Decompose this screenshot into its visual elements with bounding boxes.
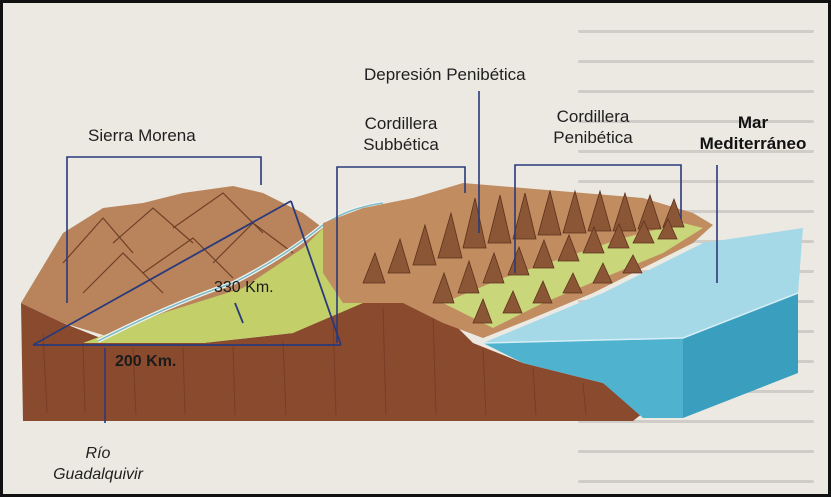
label-subbetica-line2: Subbética [346, 134, 456, 155]
label-rio-guadalquivir: Río Guadalquivir [33, 443, 163, 485]
label-length-330: 330 Km. [214, 277, 274, 298]
label-subbetica-line1: Cordillera [346, 113, 456, 134]
label-penibetica-line1: Cordillera [535, 106, 651, 127]
label-sierra-morena: Sierra Morena [88, 125, 196, 146]
label-depresion-penibetica: Depresión Penibética [364, 64, 526, 85]
label-cordillera-penibetica: Cordillera Penibética [535, 106, 651, 148]
label-width-200: 200 Km. [115, 351, 176, 372]
label-rio-line2: Guadalquivir [33, 464, 163, 485]
label-mar-mediterraneo: Mar Mediterráneo [679, 112, 827, 154]
label-penibetica-line2: Penibética [535, 127, 651, 148]
label-mar-line1: Mar [679, 112, 827, 133]
label-cordillera-subbetica: Cordillera Subbética [346, 113, 456, 155]
label-rio-line1: Río [33, 443, 163, 464]
label-mar-line2: Mediterráneo [679, 133, 827, 154]
